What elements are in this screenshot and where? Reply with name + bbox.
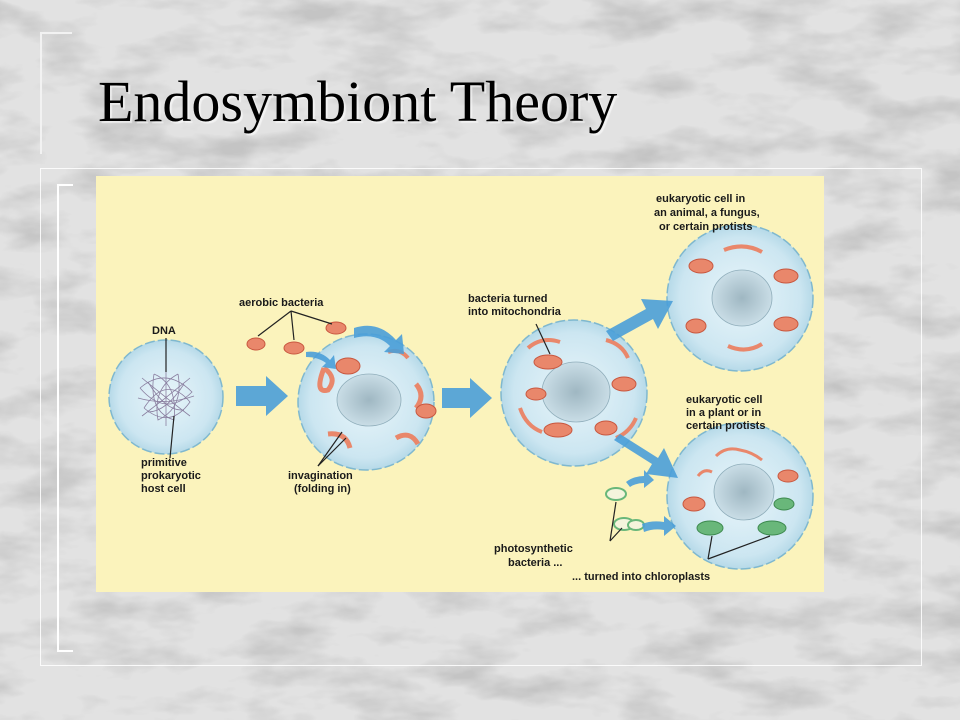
svg-text:host cell: host cell xyxy=(141,483,186,495)
label-chloroplasts: ... turned into chloroplasts xyxy=(572,571,710,583)
aerobic-bacteria xyxy=(246,321,347,355)
svg-text:photosynthetic: photosynthetic xyxy=(494,543,573,555)
label-dna: DNA xyxy=(152,325,176,337)
arrow-to-plant-cell xyxy=(614,434,678,478)
svg-text:certain protists: certain protists xyxy=(686,420,765,432)
svg-text:invagination: invagination xyxy=(288,470,353,482)
mitochondria-cell xyxy=(500,319,648,467)
slide-title: Endosymbiont Theory xyxy=(98,69,618,134)
svg-text:or certain protists: or certain protists xyxy=(659,221,753,233)
label-photosynthetic-bacteria: photosynthetic bacteria ... xyxy=(494,543,573,569)
arrow-bacterium-in xyxy=(306,351,336,369)
svg-text:eukaryotic cell: eukaryotic cell xyxy=(686,394,762,406)
arrow-bacteria-entry xyxy=(354,325,404,354)
content-frame-accent xyxy=(57,184,73,652)
svg-text:an animal, a fungus,: an animal, a fungus, xyxy=(654,207,760,219)
animal-cell xyxy=(666,224,814,372)
svg-text:bacteria turned: bacteria turned xyxy=(468,293,547,305)
label-invagination: invagination (folding in) xyxy=(288,470,353,495)
label-animal-cell: eukaryotic cell in an animal, a fungus, … xyxy=(654,193,760,233)
leader-lines xyxy=(165,310,771,560)
arrow-host-to-invagination xyxy=(236,376,288,416)
arrow-photo-entry xyxy=(642,516,676,536)
title-frame-accent xyxy=(40,32,72,154)
arrow-to-animal-cell xyxy=(606,299,673,341)
svg-text:in a plant or in: in a plant or in xyxy=(686,407,761,419)
arrow-invagination-to-mitochondria xyxy=(442,378,492,418)
plant-cell xyxy=(666,422,814,570)
svg-text:primitive: primitive xyxy=(141,457,187,469)
dna-tangle xyxy=(137,368,195,426)
svg-text:bacteria ...: bacteria ... xyxy=(508,557,562,569)
label-host-cell: primitive prokaryotic host cell xyxy=(141,457,201,495)
label-mitochondria: bacteria turned into mitochondria xyxy=(468,293,562,318)
photosynthetic-bacteria xyxy=(605,487,645,531)
label-plant-cell: eukaryotic cell in a plant or in certain… xyxy=(686,394,765,432)
label-aerobic-bacteria: aerobic bacteria xyxy=(239,297,324,309)
svg-text:into mitochondria: into mitochondria xyxy=(468,306,562,318)
process-arrows xyxy=(236,299,678,536)
content-frame xyxy=(40,168,922,666)
svg-text:eukaryotic cell in: eukaryotic cell in xyxy=(656,193,746,205)
arrow-photo-up xyxy=(626,470,654,488)
diagram-labels: DNA aerobic bacteria primitive prokaryot… xyxy=(141,193,765,583)
endosymbiosis-diagram: DNA aerobic bacteria primitive prokaryot… xyxy=(96,176,824,592)
svg-text:prokaryotic: prokaryotic xyxy=(141,470,201,482)
svg-text:(folding in): (folding in) xyxy=(294,483,351,495)
